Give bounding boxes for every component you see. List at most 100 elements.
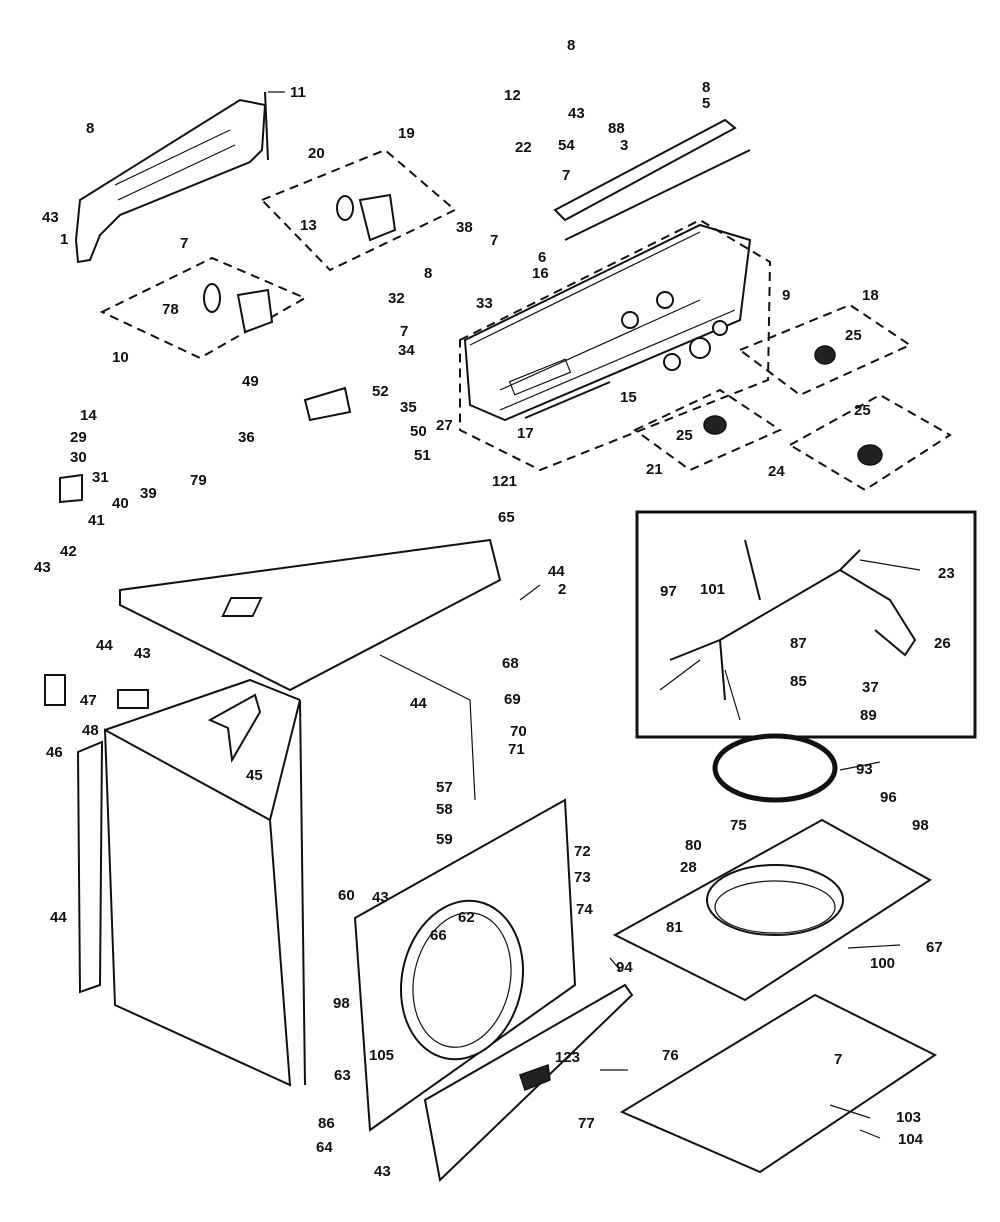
part-label-l85: 85 [790,673,807,690]
part-label-l96: 96 [880,789,897,806]
part-17 [524,381,611,419]
part-31 [59,473,83,504]
part-label-l18: 18 [862,287,879,304]
part-label-l43f: 43 [374,1163,391,1180]
part-label-l28: 28 [680,859,697,876]
part-label-l43e: 43 [372,889,389,906]
part-52 [303,386,352,422]
rail-54 [564,149,751,241]
part-label-l34: 34 [398,342,415,359]
part-label-l44c: 44 [410,695,427,712]
part-label-l24: 24 [768,463,785,480]
part-label-l68: 68 [502,655,519,672]
part-label-l11: 11 [290,84,306,101]
part-label-l16: 16 [532,265,549,282]
subassembly-19-outline [260,148,457,272]
part-label-l7b: 7 [490,232,498,249]
part-label-l57: 57 [436,779,453,796]
part-label-l59: 59 [436,831,453,848]
part-label-l3: 3 [620,137,628,154]
part-label-l20: 20 [308,145,325,162]
part-label-l87: 87 [790,635,807,652]
part-label-l8d: 8 [424,265,432,282]
timer-motor-13 [336,193,397,242]
part-label-l94: 94 [616,959,633,976]
lid [619,993,937,1174]
part-label-l89: 89 [860,707,877,724]
part-label-l104: 104 [898,1131,924,1148]
part-label-l7d: 7 [400,323,408,340]
part-label-l52: 52 [372,383,389,400]
part-label-l6: 6 [538,249,546,266]
side-panel-48 [76,740,104,994]
part-label-l100: 100 [870,955,895,972]
part-label-l2: 2 [558,581,566,598]
part-label-l66: 66 [430,927,447,944]
part-label-l49: 49 [242,373,259,390]
part-label-l62: 62 [458,909,475,926]
console-outline-dash [459,218,772,472]
part-label-l22: 22 [515,139,532,156]
part-label-l44d: 44 [50,909,67,926]
part-label-l27: 27 [436,417,453,434]
part-label-l7e: 7 [834,1051,842,1068]
part-label-l8c: 8 [702,79,710,96]
part-label-l7a: 7 [562,167,570,184]
part-label-l88: 88 [608,120,625,137]
part-label-l1: 1 [60,231,68,248]
part-label-l43c: 43 [34,559,51,576]
part-label-l43b: 43 [568,105,585,122]
part-label-l45: 45 [246,767,263,784]
part-label-l44a: 44 [548,563,565,580]
part-label-l58: 58 [436,801,453,818]
part-label-l10: 10 [112,349,129,366]
part-label-l78: 78 [162,301,179,318]
part-label-l54: 54 [558,137,575,154]
part-label-l75: 75 [730,817,747,834]
part-label-l73: 73 [574,869,591,886]
part-label-l7c: 7 [180,235,188,252]
part-label-l79: 79 [190,472,207,489]
part-label-l8a: 8 [86,120,94,137]
bracket-46 [44,674,66,706]
switch-78 [203,283,274,334]
part-label-l25b: 25 [854,402,871,419]
part-label-l97: 97 [660,583,677,600]
part-label-l40: 40 [112,495,129,512]
part-label-l76: 76 [662,1047,679,1064]
part-label-l71: 71 [508,741,525,758]
part-label-l43d: 43 [134,645,151,662]
knob-25c [703,415,727,435]
knob-assembly-18 [737,303,913,397]
part-label-l39: 39 [140,485,157,502]
part-label-l5: 5 [702,95,710,112]
cabinet [103,654,476,1087]
part-label-l25a: 25 [845,327,862,344]
part-label-l44b: 44 [96,637,113,654]
part-label-l63: 63 [334,1067,351,1084]
part-label-l23: 23 [938,565,955,582]
part-label-l80: 80 [685,837,702,854]
part-label-l103: 103 [896,1109,921,1126]
part-label-l98b: 98 [333,995,350,1012]
handle-123 [519,1063,551,1091]
part-label-l105: 105 [369,1047,394,1064]
part-label-l8b: 8 [567,37,575,54]
part-label-l74: 74 [576,901,593,918]
part-label-l13: 13 [300,217,317,234]
part-label-l81: 81 [666,919,683,936]
part-label-l17: 17 [517,425,534,442]
part-label-l51: 51 [414,447,431,464]
part-label-l93: 93 [856,761,873,778]
top-panel [119,538,502,692]
part-label-l15: 15 [620,389,637,406]
part-label-l42: 42 [60,543,77,560]
front-panel [353,798,577,1132]
part-label-l38: 38 [456,219,473,236]
rear-bracket [74,91,269,264]
part-2 [221,597,263,617]
part-label-l31: 31 [92,469,109,486]
part-label-l60: 60 [338,887,355,904]
part-label-l98a: 98 [912,817,929,834]
